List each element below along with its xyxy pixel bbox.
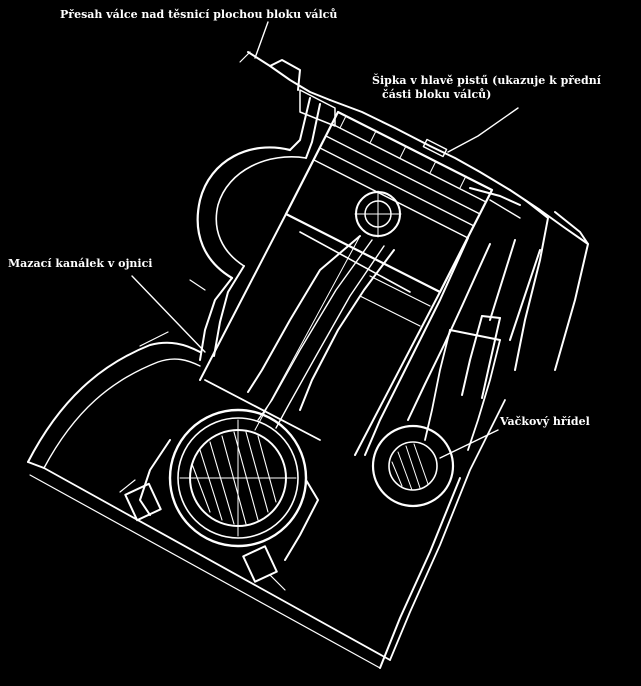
- crankcase-outline: [27, 279, 506, 669]
- crankshaft-journal: [119, 408, 319, 591]
- piston-arrow-leader: [447, 107, 519, 153]
- cylinder-block-outline: [239, 51, 589, 371]
- coolant-passage: [196, 97, 321, 361]
- piston-arrow-label-line2: části bloku válců): [382, 88, 492, 101]
- overhang-leader: [254, 21, 269, 59]
- camshaft-leader: [439, 429, 499, 459]
- cylinder-bore: [199, 213, 491, 456]
- oil-channel-leader: [131, 275, 206, 353]
- piston-arrow-label-line1: Šipka v hlavě pistű (ukazuje k přední: [372, 74, 601, 87]
- block-top-face: [247, 51, 331, 101]
- oil-channel-label: Mazací kanálek v ojnici: [8, 257, 153, 270]
- piston-arrow-label: Šipka v hlavě pistű (ukazuje k přední čá…: [372, 74, 601, 102]
- camshaft-label: Vačkový hřídel: [500, 415, 590, 428]
- connecting-rod: [247, 235, 431, 431]
- camshaft-assembly: [371, 239, 541, 508]
- piston: [284, 110, 521, 294]
- cylinder-overhang-label: Přesah válce nad těsnicí plochou bloku v…: [60, 8, 338, 21]
- oil-channel-line: [254, 235, 361, 431]
